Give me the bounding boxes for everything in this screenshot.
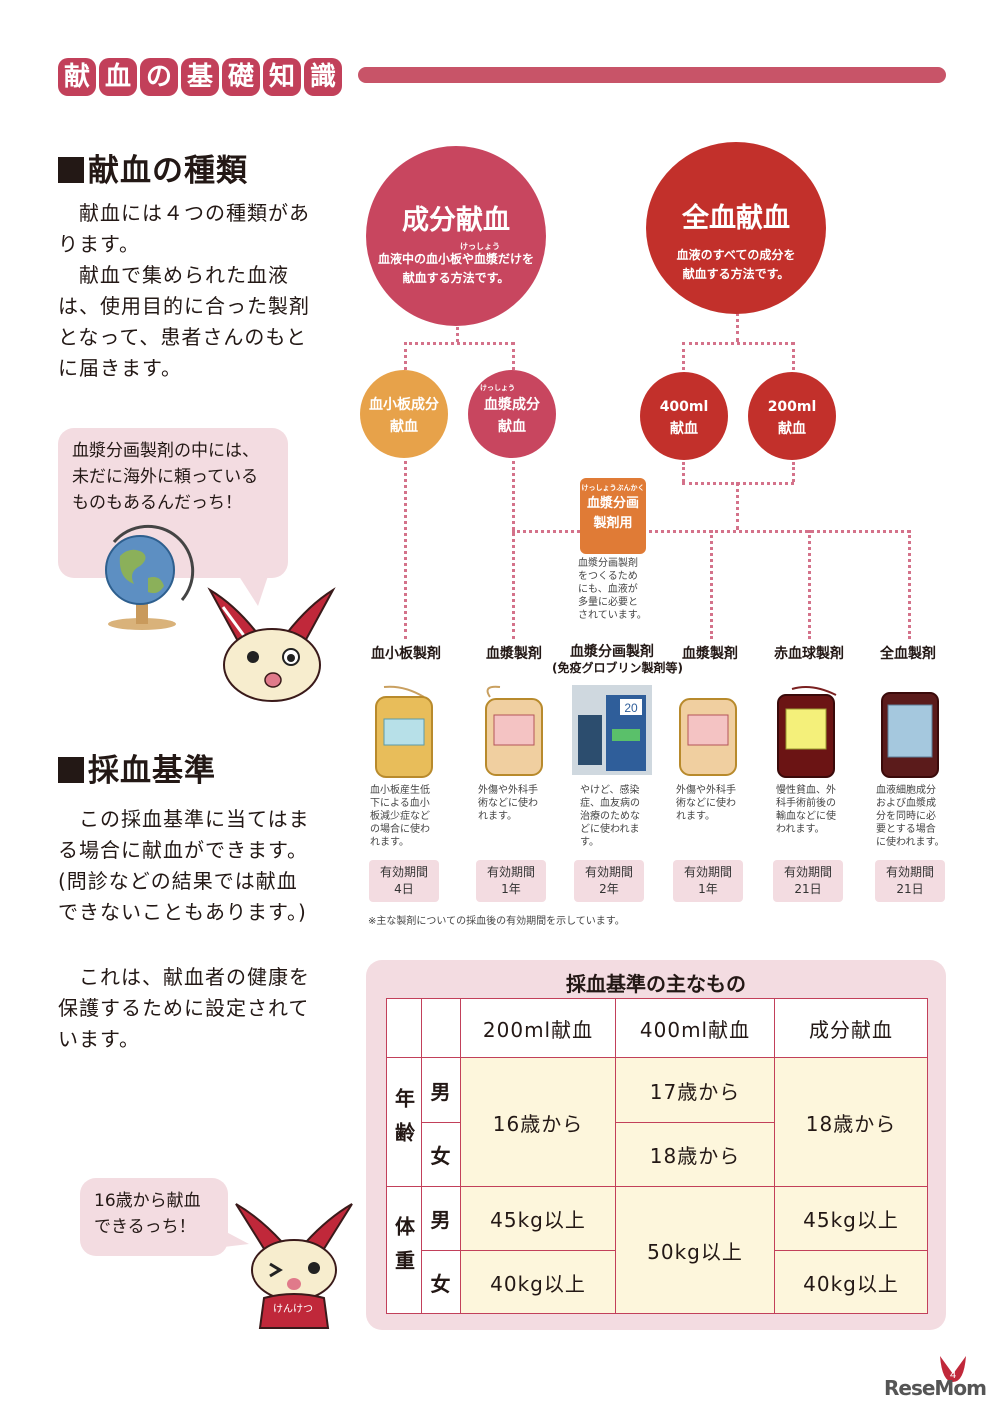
criteria-paragraph: この採血基準に当てはま る場合に献血ができます。 (問診などの結果では献血 でき… <box>58 807 310 924</box>
column-header: 200ml献血 <box>460 998 616 1058</box>
intro-paragraph: 献血には４つの種類があ ります。 献血で集められた血液 は、使用目的に合った製剤… <box>58 201 310 380</box>
header-char: の <box>140 58 178 96</box>
criteria-table-panel: 採血基準の主なもの 200ml献血 400ml献血 成分献血 年齢 男 女 16… <box>366 960 946 1330</box>
whole-blood-donation-circle: 全血献血 血液のすべての成分を 献血する方法です。 <box>646 142 826 314</box>
header-char: 献 <box>58 58 96 96</box>
connector-line <box>736 482 739 530</box>
plasma-donation-circle: けっしょう 血漿成分 献血 <box>468 370 556 458</box>
product-description: 慢性貧血、外科手術前後の輸血などに使われます。 <box>776 785 836 835</box>
column-header: 成分献血 <box>774 998 928 1058</box>
square-bullet-icon <box>58 157 84 183</box>
platelet-donation-circle: 血小板成分 献血 <box>360 370 448 458</box>
plasma-fraction-note: 血漿分画製剤 をつくるため にも、血液が 多量に必要と されています。 <box>578 558 647 621</box>
connector-line <box>682 342 794 345</box>
connector-line <box>512 454 515 639</box>
table-cell: 45kg以上 <box>460 1186 616 1251</box>
row-label-female: 女 <box>421 1250 461 1314</box>
column-header: 400ml献血 <box>615 998 775 1058</box>
bubble-tail-icon <box>235 570 270 606</box>
product-label: 血漿分画製剤 (免疫グロブリン製剤等) <box>552 644 683 675</box>
speech-bubble-overseas: 血漿分画製剤の中には、 未だに海外に頼っている ものもあるんだっち！ <box>58 428 288 578</box>
mascot-icon <box>207 587 336 702</box>
product-description: 血液細胞成分および血漿成分を同時に必要とする場合に使われます。 <box>876 785 945 848</box>
section-title-criteria: 採血基準 <box>58 745 216 790</box>
donation-400ml-circle: 400ml 献血 <box>640 372 728 460</box>
plasma-fraction-box: けっしょうぶんかく 血漿分画 製剤用 <box>580 478 646 554</box>
table-cell: 40kg以上 <box>460 1250 616 1314</box>
bubble-tail-icon <box>215 1226 249 1248</box>
product-label: 血漿製剤 <box>486 646 542 662</box>
product-description: 外傷や外科手術などに使われます。 <box>478 785 538 822</box>
table-cell: 18歳から <box>615 1122 775 1187</box>
table-corner <box>386 998 422 1058</box>
plasma-bag-icon <box>679 698 737 776</box>
mascot-badge: けんけつ <box>273 1304 313 1315</box>
table-cell: 18歳から <box>774 1057 928 1187</box>
connector-line <box>908 530 911 639</box>
criteria-paragraph-2: これは、献血者の健康を 保護するために設定されて います。 <box>58 965 310 1051</box>
header-char: 識 <box>304 58 342 96</box>
table-cell: 50kg以上 <box>615 1186 775 1314</box>
row-label-male: 男 <box>421 1186 461 1251</box>
svg-text:4: 4 <box>950 1369 956 1381</box>
section-title-types: 献血の種類 <box>58 145 248 190</box>
row-label-female: 女 <box>421 1122 461 1187</box>
table-cell: 40kg以上 <box>774 1250 928 1314</box>
vial-box-icon: 20 <box>572 685 652 775</box>
product-label: 血漿製剤 <box>682 646 738 662</box>
whole-blood-bag-icon <box>881 692 939 778</box>
row-group-age: 年齢 <box>386 1057 422 1187</box>
header-bar <box>358 67 946 83</box>
row-label-male: 男 <box>421 1057 461 1123</box>
product-label: 血小板製剤 <box>371 646 441 662</box>
header-char: 礎 <box>222 58 260 96</box>
connector-line <box>512 342 515 370</box>
connector-line <box>682 342 685 370</box>
connector-line <box>808 530 811 639</box>
product-description: 血小板産生低下による血小板減少症などの場合に使われます。 <box>370 785 430 848</box>
header-char: 血 <box>99 58 137 96</box>
table-corner <box>421 998 461 1058</box>
header-char: 基 <box>181 58 219 96</box>
red-cell-bag-icon <box>777 686 837 778</box>
platelet-bag-icon <box>375 685 433 778</box>
connector-line <box>792 462 795 482</box>
page-number-icon: 4 <box>940 1356 966 1382</box>
header-char: 知 <box>263 58 301 96</box>
product-label: 全血製剤 <box>880 646 936 662</box>
connector-line <box>404 454 407 639</box>
row-group-weight: 体重 <box>386 1186 422 1314</box>
plasma-bag-icon <box>485 685 543 776</box>
mascot-wink-icon <box>235 1203 353 1329</box>
product-description: 外傷や外科手術などに使われます。 <box>676 785 736 822</box>
square-bullet-icon <box>58 757 84 783</box>
svg-text:20: 20 <box>624 701 638 715</box>
connector-line <box>682 462 685 482</box>
table-cell: 16歳から <box>460 1057 616 1187</box>
donation-200ml-circle: 200ml 献血 <box>748 372 836 460</box>
logo: ReseMom <box>884 1376 987 1400</box>
footnote: ※主な製剤についての採血後の有効期間を示しています。 <box>368 916 625 927</box>
product-description: やけど、感染症、血友病の治療のためなどに使われます。 <box>580 785 640 848</box>
table-title: 採血基準の主なもの <box>566 972 746 996</box>
connector-line <box>736 312 739 342</box>
connector-line <box>710 530 713 639</box>
speech-bubble-age: 16歳から献血 できるっち！ <box>80 1178 228 1256</box>
connector-line <box>792 342 795 370</box>
table-cell: 17歳から <box>615 1057 775 1123</box>
connector-line <box>404 342 407 370</box>
connector-line <box>404 342 514 345</box>
component-donation-circle: 成分献血 けっしょう 血液中の血小板や血漿だけを 献血する方法です。 <box>366 146 546 326</box>
product-label: 赤血球製剤 <box>774 646 844 662</box>
table-cell: 45kg以上 <box>774 1186 928 1251</box>
connector-line <box>456 322 459 342</box>
globe-icon <box>105 524 195 630</box>
